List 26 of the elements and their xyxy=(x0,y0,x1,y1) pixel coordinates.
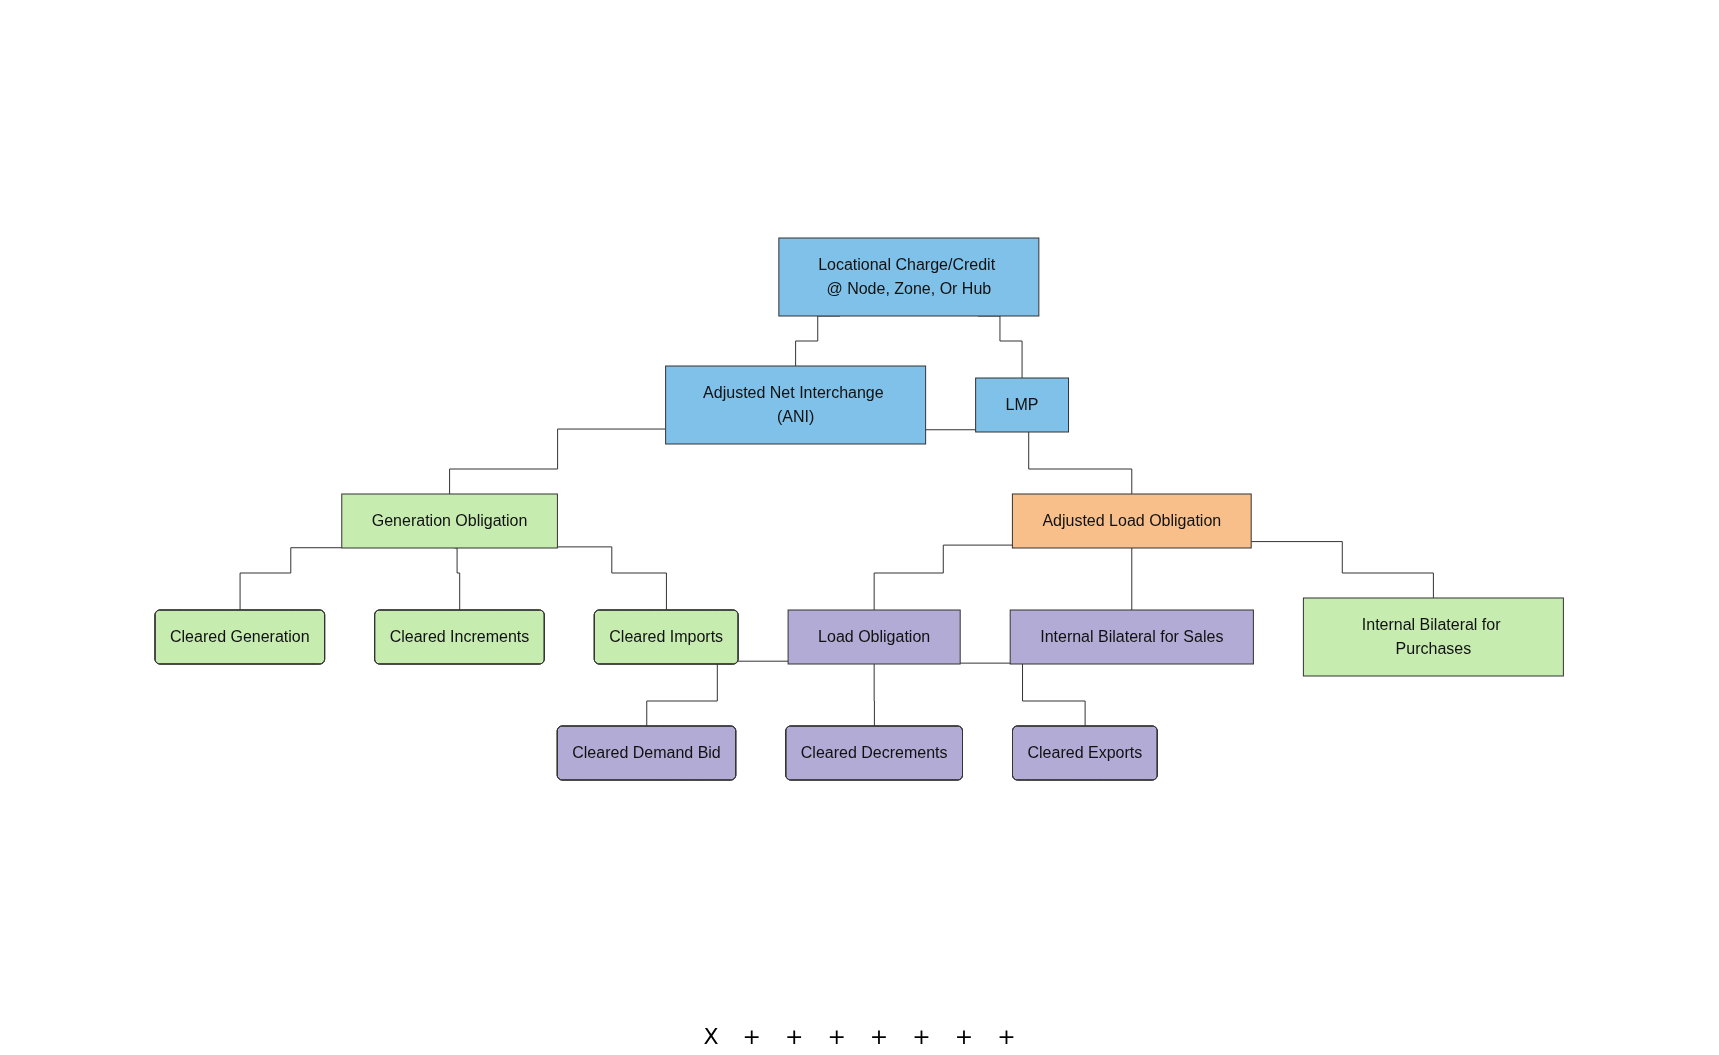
operator-sign: X xyxy=(703,1024,719,1049)
connector xyxy=(557,546,668,611)
node-box: Adjusted Net Interchange (ANI) xyxy=(665,365,927,445)
node-box: Adjusted Load Obligation xyxy=(1012,493,1252,549)
operator-sign: + xyxy=(827,1024,846,1049)
connector xyxy=(646,660,789,727)
node-box: Internal Bilateral for Sales xyxy=(1010,609,1255,665)
operator-sign: + xyxy=(869,1024,889,1049)
connector xyxy=(239,547,343,611)
connector xyxy=(1251,541,1435,599)
node-box: Locational Charge/Credit @ Node, Zone, Or Hub xyxy=(778,237,1040,317)
node-box: Internal Bilateral for Purchases xyxy=(1303,597,1565,677)
connector xyxy=(454,547,461,611)
connector xyxy=(449,428,667,495)
connector xyxy=(873,663,876,727)
operator-sign: + xyxy=(997,1024,1016,1049)
node-box: LMP xyxy=(975,377,1070,433)
connector xyxy=(960,662,1087,727)
operator-sign: + xyxy=(954,1024,974,1049)
connector xyxy=(1131,547,1133,611)
node-box: Generation Obligation xyxy=(341,493,559,549)
operator-sign: + xyxy=(784,1024,804,1049)
operator-sign: + xyxy=(742,1024,761,1049)
operator-sign: + xyxy=(912,1024,931,1049)
node-box: Load Obligation xyxy=(787,609,961,665)
connector xyxy=(873,544,1014,611)
